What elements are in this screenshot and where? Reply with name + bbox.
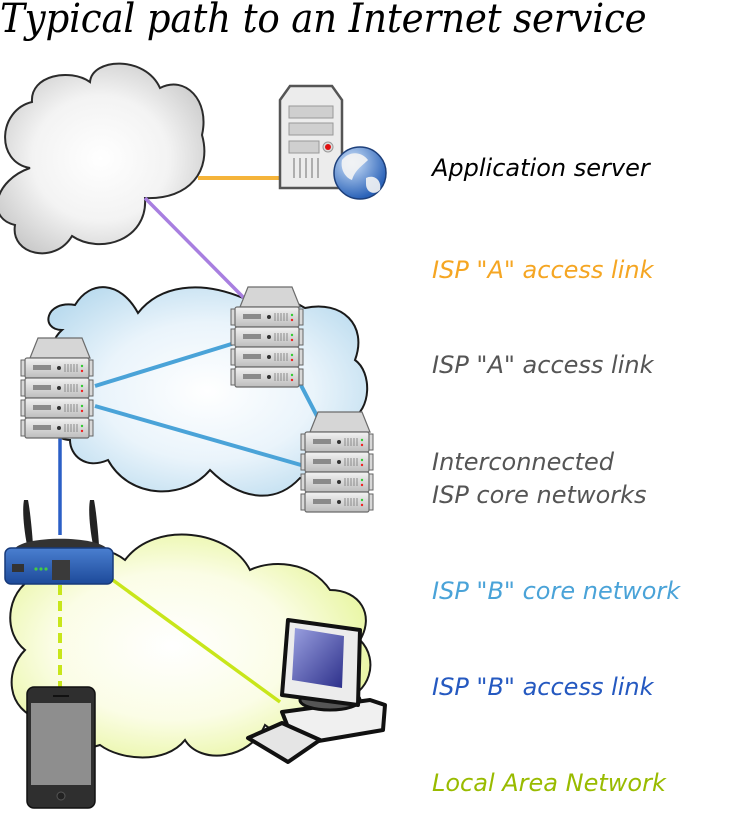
server-rack-icon-right (301, 412, 373, 512)
legend-isp-a-access-link-gray: ISP "A" access link (432, 351, 654, 379)
interconnect-link-line (143, 196, 246, 300)
smartphone-icon (26, 686, 96, 809)
legend-interconnected-line-1: Interconnected (432, 448, 615, 476)
legend-isp-b-core-network: ISP "B" core network (432, 577, 681, 605)
legend-local-area-network: Local Area Network (432, 769, 666, 797)
server-rack-icon-left (21, 338, 93, 438)
server-rack-icon-top (231, 287, 303, 387)
lan-wired-link-line (108, 576, 282, 704)
desktop-computer-icon (246, 618, 387, 764)
core-link-line-1 (94, 340, 239, 388)
wireless-router-icon (4, 500, 114, 585)
diagram-title: Typical path to an Internet service (0, 0, 647, 42)
legend-isp-b-access-link: ISP "B" access link (432, 673, 654, 701)
application-server-icon (278, 84, 344, 190)
legend-interconnected-line-2: ISP core networks (432, 481, 647, 509)
internet-cloud (0, 62, 206, 255)
legend-isp-a-access-link-orange: ISP "A" access link (432, 256, 654, 284)
globe-icon (333, 146, 387, 200)
core-link-line-2 (94, 404, 309, 469)
legend-application-server: Application server (432, 154, 650, 182)
